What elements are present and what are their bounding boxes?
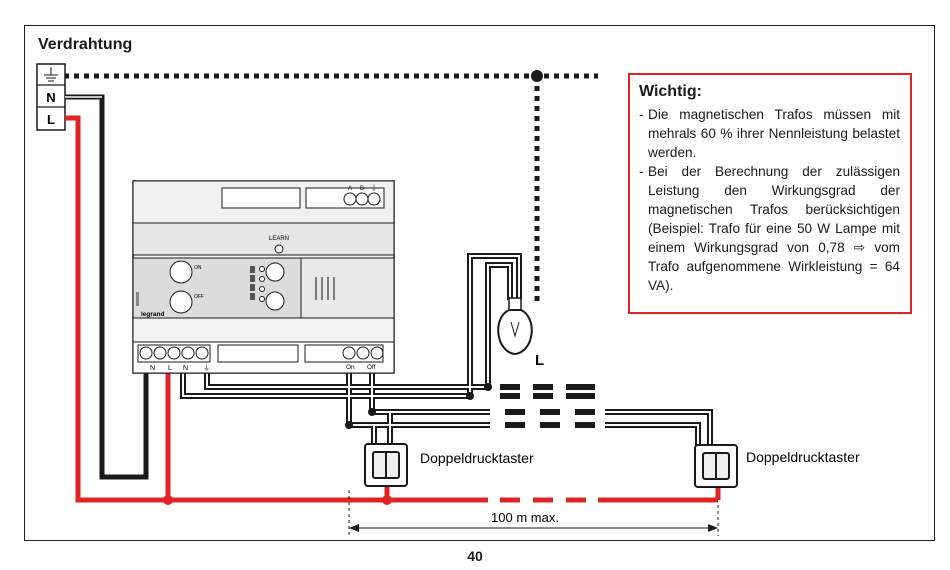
on-button[interactable] bbox=[169, 260, 193, 284]
lamp-icon bbox=[497, 297, 533, 356]
neutral-wire bbox=[65, 94, 149, 480]
junction-dot bbox=[484, 383, 492, 391]
diagram-title: Verdrahtung bbox=[38, 36, 133, 53]
switch-left-label: Doppeldrucktaster bbox=[420, 450, 534, 466]
distance-label: 100 m max. bbox=[491, 510, 559, 525]
switch-left-icon bbox=[364, 443, 408, 487]
bottom-label-n2: N bbox=[183, 365, 188, 372]
note-item: Die magnetischen Trafos müssen mit mehra… bbox=[639, 105, 900, 162]
bottom-label-l: L bbox=[168, 365, 172, 372]
learn-label: LEARN bbox=[269, 236, 289, 242]
off-label: OFF bbox=[194, 294, 204, 300]
mains-terminal-block: N L bbox=[36, 63, 66, 131]
earth-symbol-icon bbox=[44, 67, 58, 82]
dimmer-module: A B ⏚ LEARN ON OFF legrand bbox=[132, 180, 395, 374]
bus-label-earth: ⏚ bbox=[371, 184, 378, 192]
channel-2-button[interactable] bbox=[265, 291, 285, 311]
learn-button[interactable] bbox=[274, 244, 284, 254]
live-wire bbox=[65, 115, 721, 505]
diagram-frame bbox=[24, 25, 935, 541]
junction-dot bbox=[368, 408, 376, 416]
page-number: 40 bbox=[467, 548, 483, 564]
input-on-label: On bbox=[346, 364, 355, 371]
note-item: Bei der Berechnung der zulässigen Leistu… bbox=[639, 162, 900, 295]
bus-label-a: A bbox=[348, 186, 352, 192]
distance-dimension bbox=[348, 490, 719, 536]
junction-dot bbox=[466, 392, 474, 400]
switch-right-label: Doppeldrucktaster bbox=[746, 449, 860, 465]
input-off-label: Off bbox=[367, 364, 376, 371]
terminal-l-label: L bbox=[47, 112, 55, 127]
bottom-label-n: N bbox=[150, 365, 155, 372]
off-button[interactable] bbox=[169, 290, 193, 314]
note-title: Wichtig: bbox=[639, 83, 702, 100]
on-label: ON bbox=[194, 265, 202, 271]
lamp-label: L bbox=[535, 352, 544, 369]
switch-right-icon bbox=[694, 444, 738, 488]
control-wires-inner bbox=[182, 255, 711, 450]
brand-logo: legrand bbox=[141, 311, 165, 318]
bus-label-b: B bbox=[360, 186, 364, 192]
channel-1-button[interactable] bbox=[265, 262, 285, 282]
junction-dot bbox=[345, 421, 353, 429]
important-note-box: Wichtig: Die magnetischen Trafos müssen … bbox=[628, 73, 912, 314]
bottom-label-earth: ⏚ bbox=[203, 364, 210, 372]
terminal-n-label: N bbox=[46, 90, 55, 105]
earth-line bbox=[64, 70, 598, 306]
